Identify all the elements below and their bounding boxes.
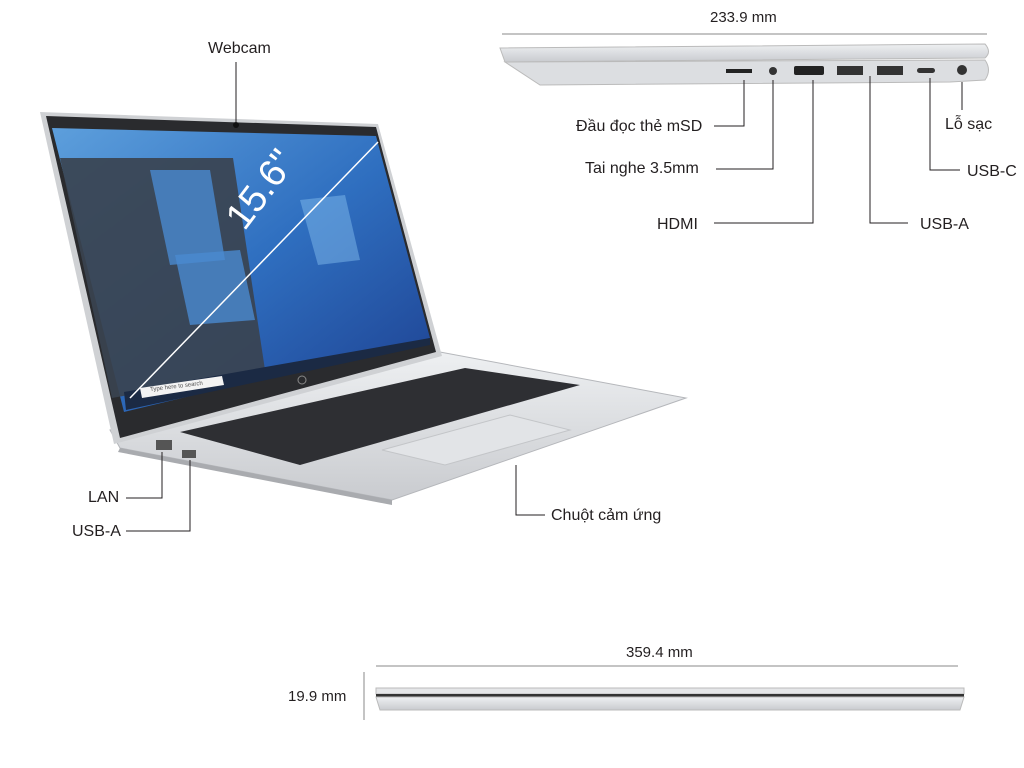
dim-width: 359.4 mm xyxy=(626,644,693,661)
search-box xyxy=(140,376,224,398)
hp-logo xyxy=(297,375,307,385)
label-touchpad: Chuột cảm ứng xyxy=(551,507,662,524)
taskbar xyxy=(124,338,430,410)
label-charger: Lỗ sạc xyxy=(945,116,993,133)
label-usb-c: USB-C xyxy=(967,163,1017,180)
front-view xyxy=(363,665,965,720)
webcam-lens xyxy=(233,122,239,128)
side-view xyxy=(499,33,989,86)
lan-port xyxy=(156,440,172,450)
label-sd-reader: Đầu đọc thẻ mSD xyxy=(576,118,703,135)
dim-depth: 233.9 mm xyxy=(710,9,777,26)
label-usb-a-right: USB-A xyxy=(920,216,969,233)
dim-thickness: 19.9 mm xyxy=(288,688,347,705)
label-webcam: Webcam xyxy=(208,40,271,57)
keyboard xyxy=(180,368,580,465)
usb-a-port-left xyxy=(182,450,196,458)
label-headphone: Tai nghe 3.5mm xyxy=(585,160,699,177)
windows-logo xyxy=(300,195,360,265)
laptop-lid xyxy=(40,112,442,444)
leader-lines xyxy=(126,62,963,532)
label-usb-a-left: USB-A xyxy=(72,523,121,540)
touchpad xyxy=(381,414,572,466)
label-lan: LAN xyxy=(88,489,120,506)
laptop-base xyxy=(109,351,688,505)
label-hdmi: HDMI xyxy=(657,216,698,233)
